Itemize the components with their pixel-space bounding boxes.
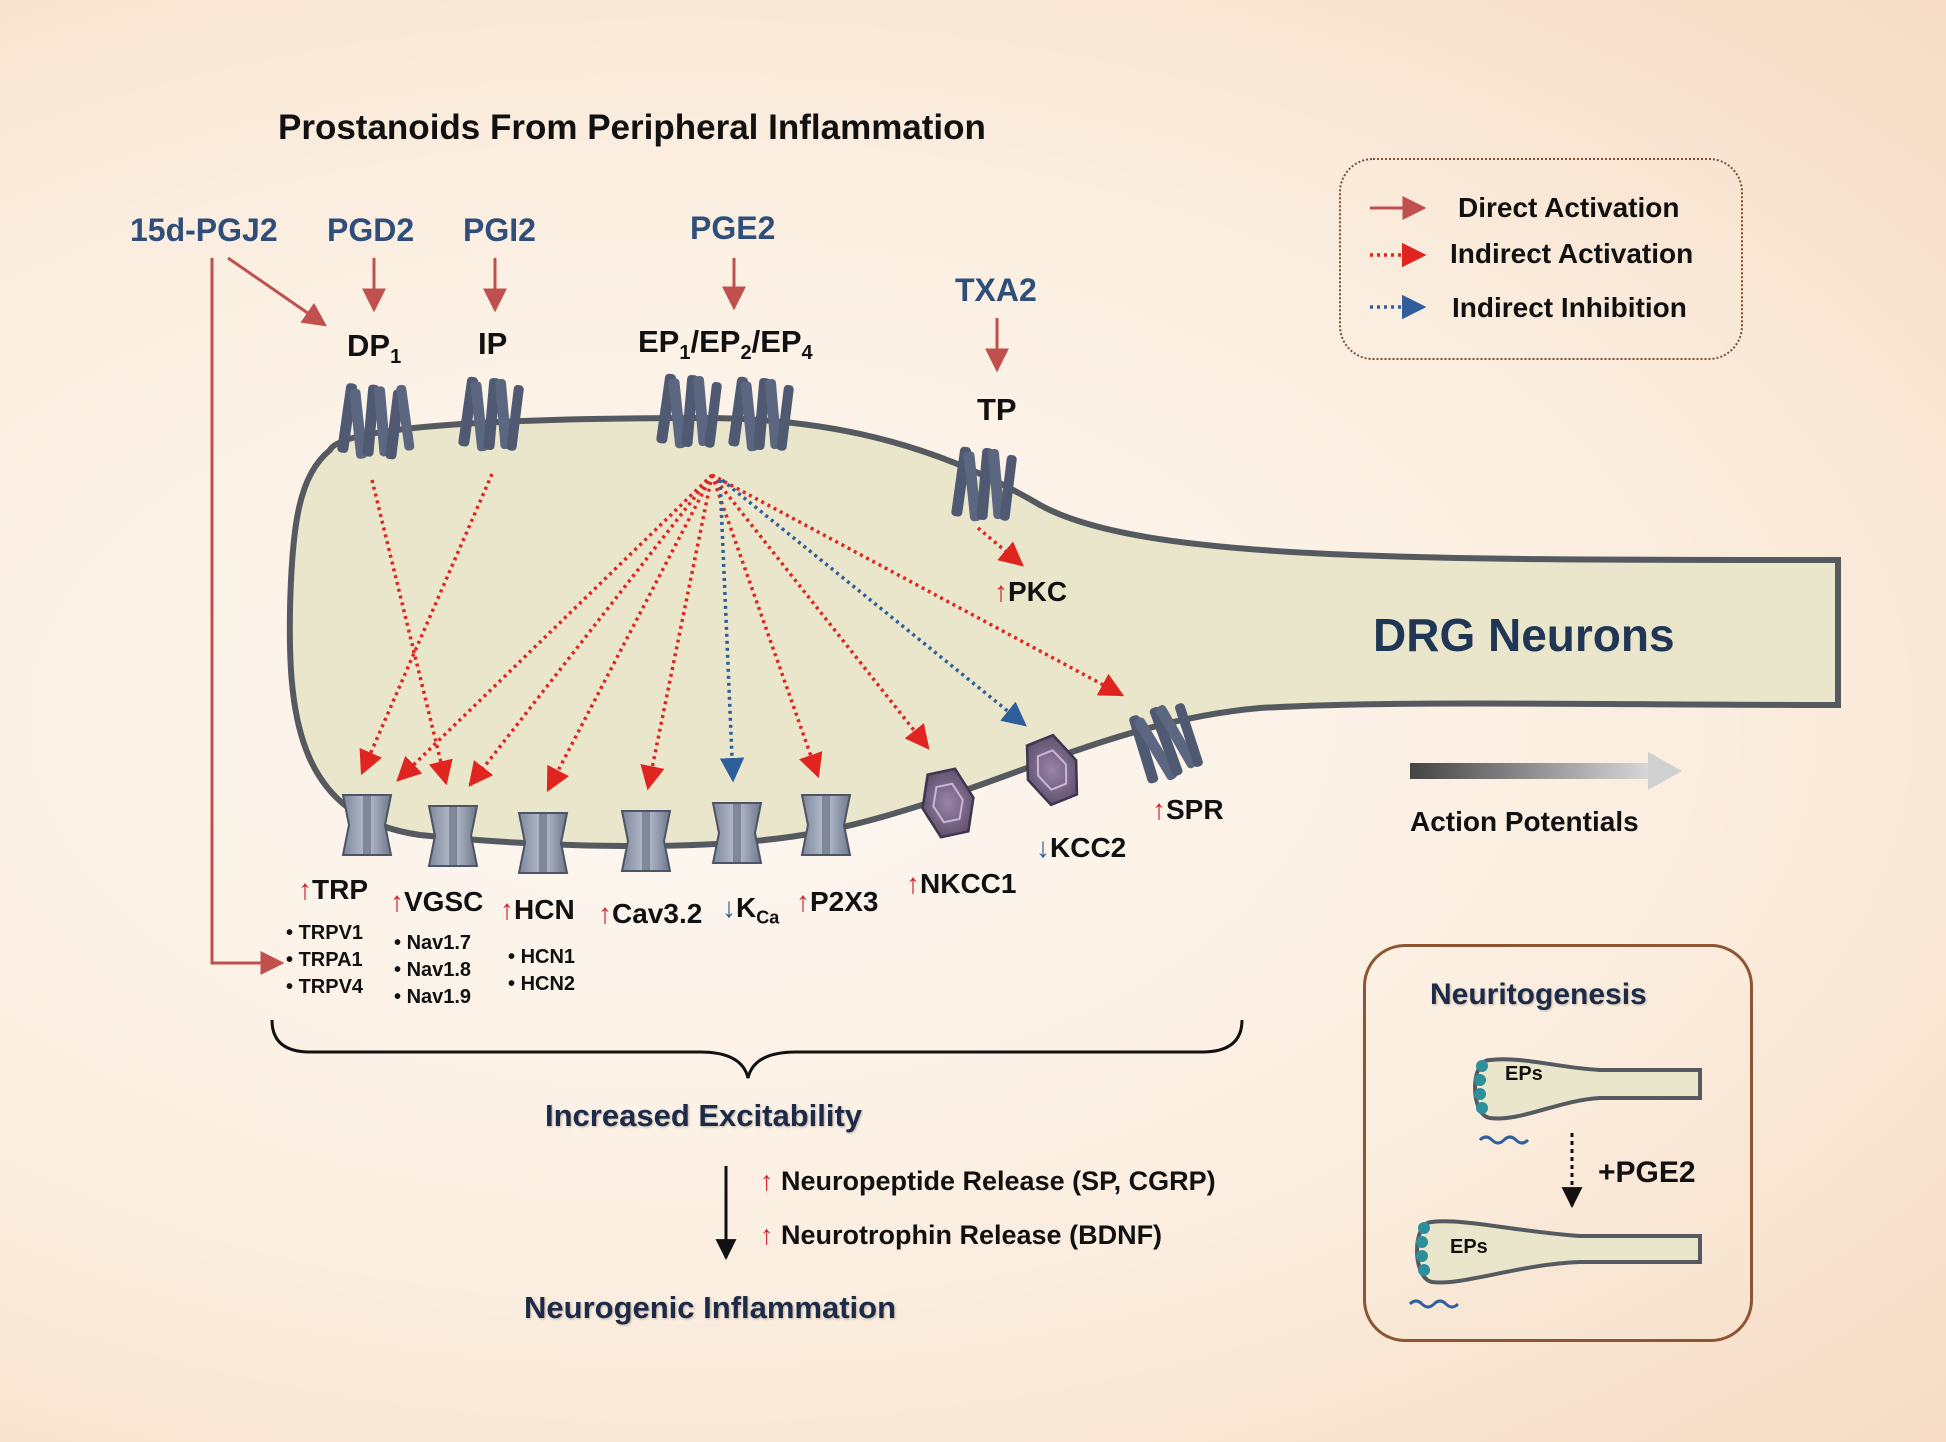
indirect-activation-arrows xyxy=(359,473,1125,793)
trp-subtype: TRPV4 xyxy=(286,974,363,1001)
cav32-label: ↑Cav3.2 xyxy=(598,898,703,929)
hcn-subtype: HCN2 xyxy=(508,971,575,998)
dp1-receptor-icon xyxy=(337,383,415,460)
kcc2-transporter-icon xyxy=(1025,733,1079,807)
nkcc1-label: ↑NKCC1 xyxy=(906,868,1017,899)
trp-label: ↑TRP xyxy=(298,874,368,905)
kca-label: ↓KCa xyxy=(722,892,780,928)
excitability-brace xyxy=(270,1019,1244,1079)
ligand-pgd2: PGD2 xyxy=(327,212,415,248)
hcn-subtype: HCN1 xyxy=(508,944,575,971)
cav32-channel-icon xyxy=(620,810,672,872)
ligand-15d-pgj2: 15d-PGJ2 xyxy=(130,212,278,248)
ligand-txa2: TXA2 xyxy=(955,272,1037,308)
legend xyxy=(1339,158,1743,360)
eps-label-before: EPs xyxy=(1505,1063,1543,1085)
vgsc-channel-icon xyxy=(427,805,479,867)
legend-indirect-inhibition-label: Indirect Inhibition xyxy=(1452,292,1687,323)
spr-label: ↑SPR xyxy=(1152,794,1224,825)
ligand-pgi2: PGI2 xyxy=(463,212,536,248)
neurite-after-icon xyxy=(1408,1219,1702,1309)
action-potential-arrow xyxy=(1410,752,1682,790)
neurogenic-inflammation-label: Neurogenic Inflammation xyxy=(524,1290,897,1325)
ip-receptor-icon xyxy=(458,376,524,452)
p2x3-label: ↑P2X3 xyxy=(796,886,879,917)
pge2-treatment-label: +PGE2 xyxy=(1598,1156,1696,1189)
neurotrophin-release: ↑ Neurotrophin Release (BDNF) xyxy=(760,1220,1163,1250)
p2x3-channel-icon xyxy=(800,794,852,856)
nkcc1-transporter-icon xyxy=(921,767,975,839)
legend-direct-label: Direct Activation xyxy=(1458,192,1680,223)
neuritogenesis-title: Neuritogenesis xyxy=(1430,978,1647,1011)
neuritogenesis-inset xyxy=(1363,944,1753,1342)
neurons-label: DRG Neurons xyxy=(1373,609,1675,661)
vgsc-label: ↑VGSC xyxy=(390,886,484,917)
diagram-title: Prostanoids From Peripheral Inflammation xyxy=(278,108,986,147)
vgsc-subtype: Nav1.7 xyxy=(394,930,472,957)
kcc2-label: ↓KCC2 xyxy=(1036,832,1127,863)
receptor-tp: TP xyxy=(977,392,1017,427)
pgj2-to-dp1-arrow xyxy=(227,256,327,327)
tp-receptor-icon xyxy=(951,446,1017,522)
neurite-before-icon xyxy=(1473,1057,1702,1145)
hcn-channel-icon xyxy=(517,812,569,874)
trp-channel-icon xyxy=(341,794,393,856)
receptor-ip: IP xyxy=(478,326,508,361)
hcn-label: ↑HCN xyxy=(500,894,575,925)
ligand-pge2: PGE2 xyxy=(690,210,776,246)
vgsc-subtype-list: Nav1.7 Nav1.8 Nav1.9 xyxy=(394,930,472,1011)
trp-subtype: TRPA1 xyxy=(286,947,363,974)
vgsc-subtype: Nav1.9 xyxy=(394,984,472,1011)
pgj2-to-trpa1-arrow xyxy=(210,258,285,975)
action-potentials-label: Action Potentials xyxy=(1410,806,1639,837)
neuropeptide-release: ↑ Neuropeptide Release (SP, CGRP) xyxy=(760,1166,1216,1196)
trp-subtype-list: TRPV1 TRPA1 TRPV4 xyxy=(286,920,363,1001)
receptor-ep: EP1/EP2/EP4 xyxy=(638,324,813,365)
spr-receptor-icon xyxy=(1129,703,1203,784)
vgsc-subtype: Nav1.8 xyxy=(394,957,472,984)
legend-indirect-activation-label: Indirect Activation xyxy=(1450,238,1694,269)
ep-receptor-icon xyxy=(728,376,794,452)
receptor-dp1: DP1 xyxy=(347,328,402,369)
kca-channel-icon xyxy=(711,802,763,864)
ep-receptor-icon xyxy=(656,373,722,449)
indirect-inhibition-arrows xyxy=(718,478,1027,783)
hcn-subtype-list: HCN1 HCN2 xyxy=(508,944,575,998)
pkc-label: ↑PKC xyxy=(994,576,1068,607)
excitability-label: Increased Excitability xyxy=(545,1098,863,1133)
trp-subtype: TRPV1 xyxy=(286,920,363,947)
eps-label-after: EPs xyxy=(1450,1236,1488,1258)
